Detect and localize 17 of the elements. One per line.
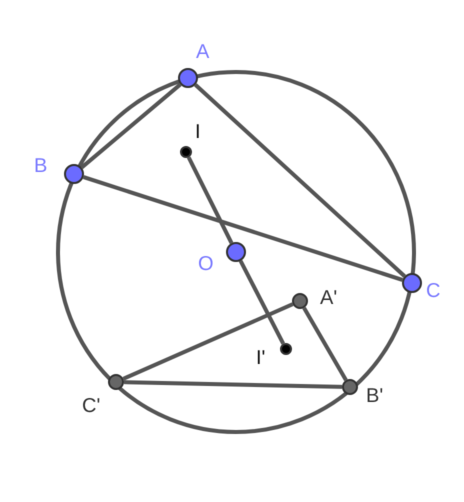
line-segment [186, 156, 234, 244]
line-segment [122, 302, 294, 381]
line-segment [302, 306, 348, 382]
line-segment [194, 83, 406, 278]
point-label: B' [366, 386, 384, 406]
point-label: C' [82, 396, 100, 416]
line-segment [124, 380, 342, 389]
point-label: A' [320, 288, 338, 308]
point-label: I' [256, 348, 266, 368]
point-label: A [196, 42, 210, 62]
point-label: B [34, 156, 48, 176]
point-label: I [195, 122, 201, 142]
line-segment [80, 82, 182, 170]
line-segment [238, 260, 286, 345]
line-segment [82, 175, 404, 282]
point-label: O [198, 254, 214, 274]
point-label: C [426, 281, 440, 301]
